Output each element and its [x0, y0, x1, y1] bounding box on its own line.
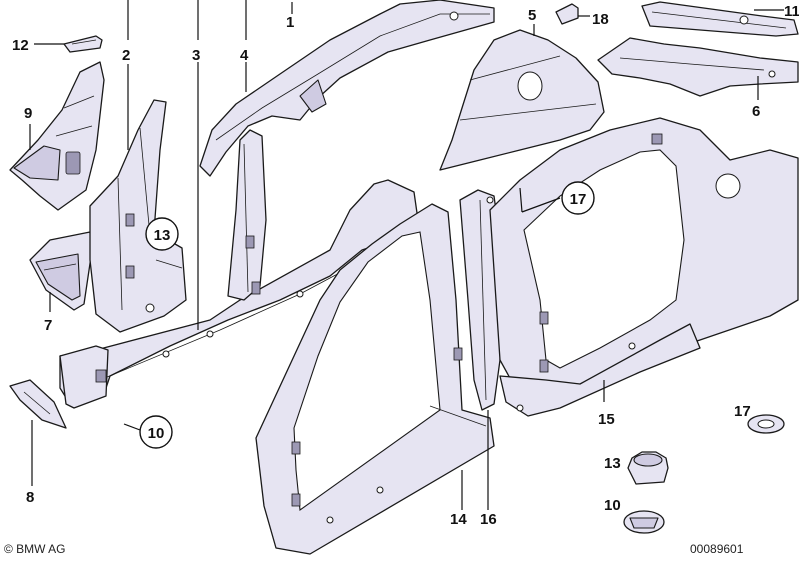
- callout-17-seal: 17: [734, 403, 751, 420]
- callout-12: 12: [12, 37, 29, 54]
- callout-14: 14: [450, 511, 467, 528]
- svg-text:13: 13: [154, 227, 171, 244]
- copyright-text: © BMW AG: [4, 542, 66, 556]
- part-5-rear-inner-panel: [439, 29, 605, 171]
- callout-15: 15: [598, 411, 615, 428]
- callout-labels: 1 2 3 4 5 6 7 8 9 11 12 14 15 16 18 17 1…: [12, 3, 799, 528]
- callout-18: 18: [592, 11, 609, 28]
- callout-1: 1: [286, 14, 294, 31]
- circled-callout-10: 10: [139, 415, 173, 449]
- circled-callout-13: 13: [145, 217, 179, 251]
- leader-lines: [29, 0, 784, 510]
- part-11-cross-member: [641, 1, 799, 37]
- part-9-inner-panel: [9, 61, 105, 211]
- part-6-rear-side-member: [597, 37, 799, 97]
- callout-7: 7: [44, 317, 52, 334]
- callout-4: 4: [240, 47, 249, 64]
- part-13-plug: [627, 451, 669, 485]
- callout-2: 2: [122, 47, 130, 64]
- part-10-cap: [623, 510, 665, 534]
- callout-16: 16: [480, 511, 497, 528]
- part-15-side-frame-complete: [489, 117, 799, 417]
- callout-10-cap: 10: [604, 497, 621, 514]
- callout-13-plug: 13: [604, 455, 621, 472]
- part-2-pillar: [89, 99, 187, 333]
- circled-callout-17: 17: [561, 181, 595, 215]
- drawing-number: 00089601: [690, 542, 744, 556]
- part-4-roof-rail: [199, 0, 495, 177]
- callout-6: 6: [752, 103, 760, 120]
- svg-text:17: 17: [570, 191, 587, 208]
- svg-text:10: 10: [148, 425, 165, 442]
- part-12-bracket: [63, 35, 103, 53]
- callout-5: 5: [528, 7, 536, 24]
- callout-8: 8: [26, 489, 34, 506]
- callout-11: 11: [784, 3, 799, 20]
- part-17-seal: [747, 414, 785, 434]
- part-8-bracket: [9, 379, 67, 429]
- callout-9: 9: [24, 105, 32, 122]
- part-7-gusset: [29, 231, 93, 311]
- part-18-clip: [555, 3, 579, 25]
- part-14-side-frame: [255, 203, 495, 555]
- callout-3: 3: [192, 47, 200, 64]
